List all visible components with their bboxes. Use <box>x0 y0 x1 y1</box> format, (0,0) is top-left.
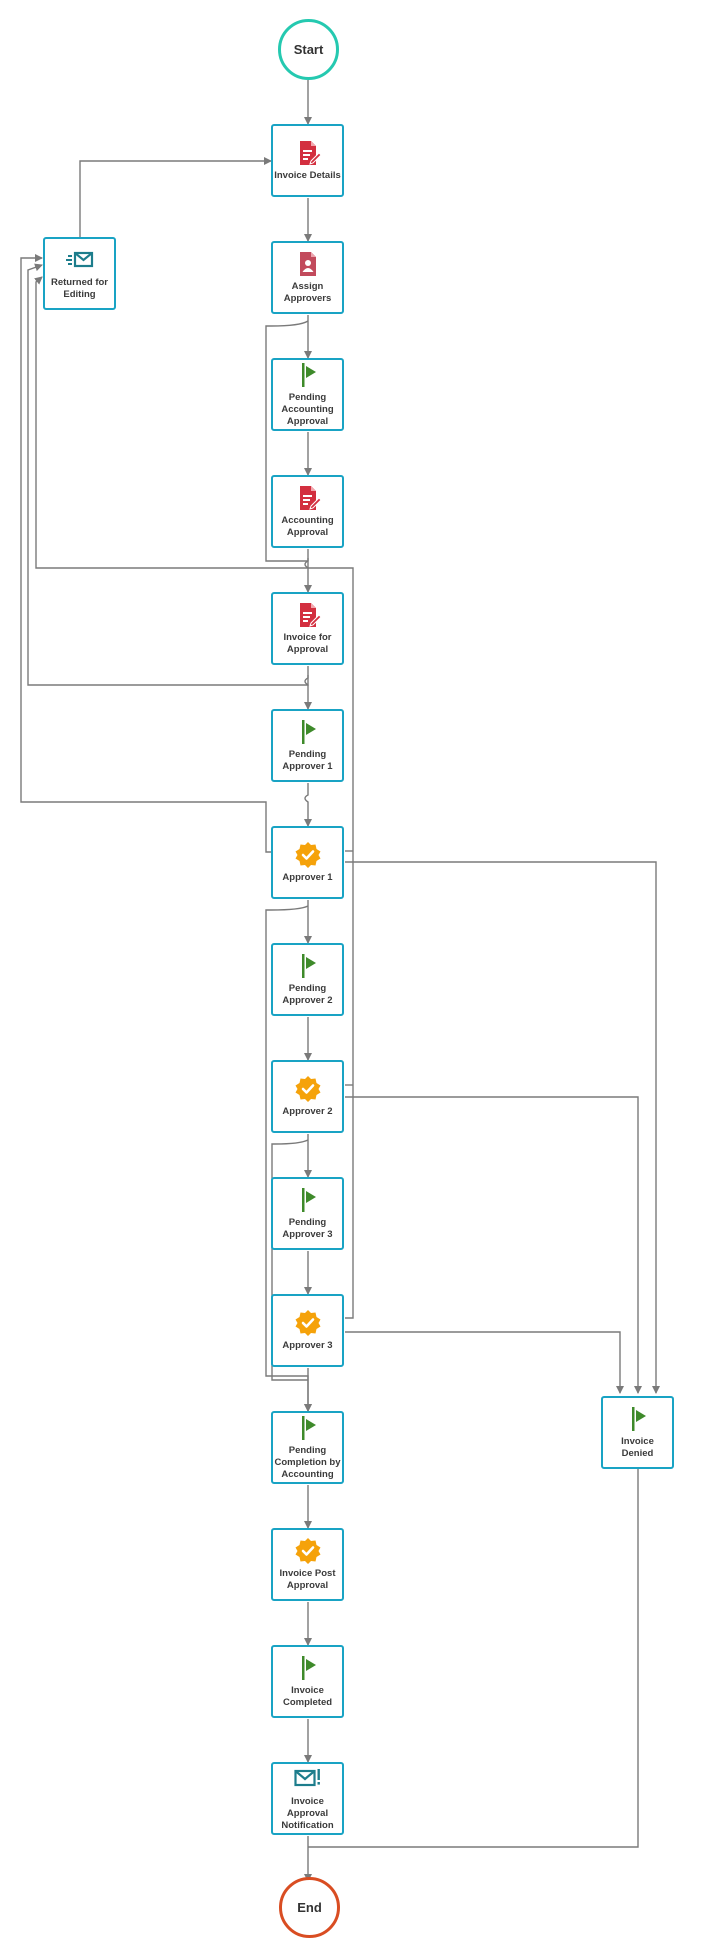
edge-approver-1-returned <box>20 254 271 853</box>
node-pending-approver-2[interactable]: Pending Approver 2 <box>271 943 344 1016</box>
node-label: Invoice Approval Notification <box>281 1796 334 1831</box>
edge-approver-2-invoice-denied <box>345 1096 642 1394</box>
edge-pending-approver-1-approver-1 <box>304 783 312 827</box>
flag-icon <box>624 1405 652 1433</box>
node-label: Invoice Details <box>274 170 341 181</box>
node-accounting-approval[interactable]: Accounting Approval <box>271 475 344 548</box>
node-label: Invoice for Approval <box>283 632 332 655</box>
edge-accounting-approval-invoice-for-approval <box>304 549 312 593</box>
node-invoice-for-approval[interactable]: Invoice for Approval <box>271 592 344 665</box>
flag-icon <box>294 952 322 980</box>
start-node[interactable]: Start <box>278 19 339 80</box>
flag-icon <box>294 361 322 389</box>
flag-icon <box>294 1654 322 1682</box>
node-pending-completion-by-accounting[interactable]: Pending Completion by Accounting <box>271 1411 344 1484</box>
approval-badge-icon <box>294 1075 322 1103</box>
approval-badge-icon <box>294 1309 322 1337</box>
approval-badge-icon <box>294 841 322 869</box>
edge-approver-3-invoice-denied <box>345 1331 624 1394</box>
node-label: Pending Approver 1 <box>282 749 333 772</box>
edge-invoice-for-approval-pending-approver-1 <box>304 666 312 710</box>
node-label: Pending Approver 2 <box>282 983 333 1006</box>
node-approver-3[interactable]: Approver 3 <box>271 1294 344 1367</box>
flag-icon <box>294 1186 322 1214</box>
node-invoice-completed[interactable]: Invoice Completed <box>271 1645 344 1718</box>
node-label: Pending Accounting Approval <box>281 392 334 427</box>
mail-alert-icon <box>293 1765 322 1793</box>
edge-accounting-approval-returned <box>34 276 309 569</box>
node-invoice-details[interactable]: Invoice Details <box>271 124 344 197</box>
node-assign-approvers[interactable]: Assign Approvers <box>271 241 344 314</box>
node-approver-1[interactable]: Approver 1 <box>271 826 344 899</box>
edge-invoice-denied-end <box>308 1467 639 1848</box>
node-label: Assign Approvers <box>283 281 332 304</box>
edge-invoice-for-approval-returned <box>27 263 309 686</box>
form-edit-icon <box>294 139 322 167</box>
node-invoice-denied[interactable]: Invoice Denied <box>601 1396 674 1469</box>
flag-icon <box>294 718 322 746</box>
node-label: Approver 3 <box>282 1340 333 1351</box>
form-edit-icon <box>294 484 322 512</box>
end-node[interactable]: End <box>279 1877 340 1938</box>
form-edit-icon <box>294 601 322 629</box>
node-label: Returned for Editing <box>51 277 108 300</box>
edge-returned-for-editing-invoice-details <box>79 157 272 237</box>
node-invoice-post-approval[interactable]: Invoice Post Approval <box>271 1528 344 1601</box>
node-invoice-approval-notification[interactable]: Invoice Approval Notification <box>271 1762 344 1835</box>
node-label: Pending Approver 3 <box>282 1217 333 1240</box>
node-pending-approver-3[interactable]: Pending Approver 3 <box>271 1177 344 1250</box>
node-label: Invoice Completed <box>282 1685 333 1708</box>
fast-mail-icon <box>65 246 94 274</box>
node-pending-accounting-approval[interactable]: Pending Accounting Approval <box>271 358 344 431</box>
node-label: Approver 2 <box>282 1106 333 1117</box>
node-returned-for-editing[interactable]: Returned for Editing <box>43 237 116 310</box>
edge-approver-1-invoice-denied <box>345 861 660 1394</box>
approval-badge-icon <box>294 1537 322 1565</box>
node-pending-approver-1[interactable]: Pending Approver 1 <box>271 709 344 782</box>
node-label: Invoice Denied <box>621 1436 654 1459</box>
node-label: Invoice Post Approval <box>279 1568 336 1591</box>
node-label: Pending Completion by Accounting <box>274 1445 341 1480</box>
node-label: Approver 1 <box>282 872 333 883</box>
flag-icon <box>294 1414 322 1442</box>
node-approver-2[interactable]: Approver 2 <box>271 1060 344 1133</box>
user-document-icon <box>294 250 322 278</box>
node-label: Accounting Approval <box>281 515 334 538</box>
